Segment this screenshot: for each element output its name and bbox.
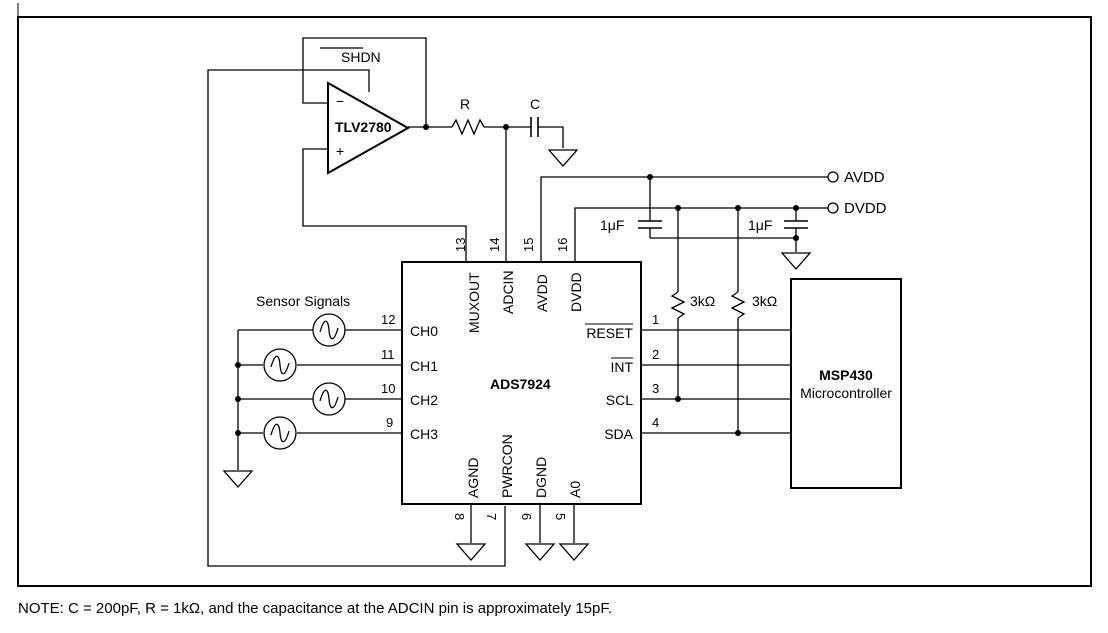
ground-icon <box>780 252 812 270</box>
adc-name: ADS7924 <box>490 376 551 392</box>
pin-label-ch1: CH1 <box>410 358 438 374</box>
res2-label: 3kΩ <box>752 293 777 309</box>
cap2-label: 1μF <box>748 217 772 233</box>
pin-num-15: 15 <box>521 238 536 252</box>
pin-num-10: 10 <box>381 381 395 396</box>
pin-num-4: 4 <box>652 415 659 430</box>
avdd-wire <box>540 176 828 262</box>
ground-icon <box>558 543 590 561</box>
c-label: C <box>530 96 540 112</box>
pin-label-int: INT <box>610 359 633 375</box>
pin-label-dgnd: DGND <box>533 457 549 498</box>
opamp-minus-label: − <box>336 93 344 109</box>
pin-num-7: 7 <box>484 513 499 520</box>
pin-label-ch3: CH3 <box>410 426 438 442</box>
pin-label-muxout: MUXOUT <box>466 272 482 333</box>
pin-num-6: 6 <box>519 513 534 520</box>
pin-num-2: 2 <box>652 347 659 362</box>
shdn-wire <box>207 69 506 567</box>
ground-icon <box>222 470 254 488</box>
pin-label-agnd: AGND <box>465 458 481 498</box>
junction-sensor3 <box>235 430 241 436</box>
cap-c-to-gnd <box>538 126 564 148</box>
pin-num-1: 1 <box>652 312 659 327</box>
sensor-signals-title: Sensor Signals <box>256 293 350 309</box>
opamp-name: TLV2780 <box>335 119 392 135</box>
mcu-block <box>790 278 902 489</box>
pin-label-dvdd: DVDD <box>568 272 584 312</box>
pin-num-8: 8 <box>452 513 467 520</box>
pin-label-ch2: CH2 <box>410 392 438 408</box>
ac-source-icon <box>263 416 297 450</box>
res1-label: 3kΩ <box>690 293 715 309</box>
pin-label-scl: SCL <box>606 392 633 408</box>
ground-icon <box>455 543 487 561</box>
resistor-r <box>451 118 485 136</box>
pin-num-9: 9 <box>386 415 393 430</box>
pin-num-5: 5 <box>553 513 568 520</box>
pin-num-11: 11 <box>381 347 395 362</box>
mcu-sub: Microcontroller <box>800 385 892 401</box>
pin-label-adcin: ADCIN <box>500 270 516 314</box>
junction-cap-gnd <box>793 235 799 241</box>
r-label: R <box>460 96 470 112</box>
dvdd-wire <box>574 207 828 262</box>
pin-label-avdd: AVDD <box>534 274 550 312</box>
pin-label-pwrcon: PWRCON <box>499 434 515 498</box>
mcu-name: MSP430 <box>819 367 873 383</box>
junction-sensor2 <box>235 396 241 402</box>
pin-num-12: 12 <box>381 312 395 327</box>
opamp-plus-label: + <box>336 143 344 159</box>
feedback-wire <box>302 37 427 127</box>
ground-icon <box>524 543 556 561</box>
pin-label-reset: RESET <box>586 325 633 341</box>
dvdd-terminal <box>827 202 839 214</box>
cap1-label: 1μF <box>600 217 624 233</box>
pin-num-16: 16 <box>555 238 570 252</box>
junction-sda <box>735 430 741 436</box>
dvdd-label: DVDD <box>844 200 887 217</box>
muxout-wire <box>302 148 467 262</box>
junction-scl <box>675 396 681 402</box>
ground-icon <box>547 149 579 167</box>
opamp-shdn-label: SHDN <box>341 49 381 65</box>
adc-chip <box>401 261 642 505</box>
diagram-border <box>17 16 1092 587</box>
avdd-terminal <box>827 171 839 183</box>
pin-label-a0: A0 <box>567 481 583 498</box>
ac-source-icon <box>263 348 297 382</box>
pin-num-3: 3 <box>652 381 659 396</box>
res1-zigzag <box>670 291 686 319</box>
ac-source-icon <box>312 382 346 416</box>
junction-sensor1 <box>235 362 241 368</box>
avdd-label: AVDD <box>844 169 885 186</box>
ac-source-icon <box>312 313 346 347</box>
res2-zigzag <box>730 291 746 319</box>
pin-label-sda: SDA <box>604 426 633 442</box>
pin-label-ch0: CH0 <box>410 323 438 339</box>
pin-num-14: 14 <box>487 238 502 252</box>
pin-num-13: 13 <box>453 238 468 252</box>
footnote: NOTE: C = 200pF, R = 1kΩ, and the capaci… <box>18 600 613 617</box>
junction-opamp-out <box>423 124 429 130</box>
opamp-triangle <box>327 81 411 175</box>
